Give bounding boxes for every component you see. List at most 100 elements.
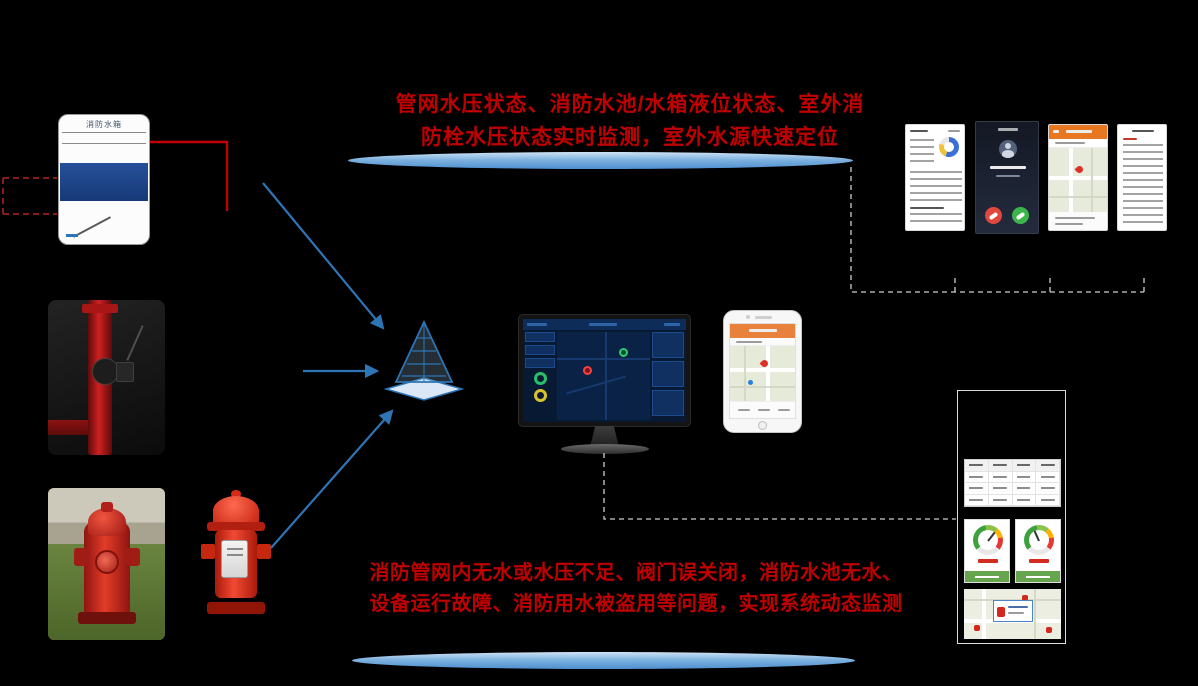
tank-water-band	[60, 163, 148, 201]
hydrant-collar	[207, 522, 265, 531]
map-road	[605, 332, 607, 420]
tab-item	[778, 409, 790, 411]
monitor-bezel	[518, 314, 691, 427]
monitor-stand-base	[561, 444, 649, 454]
dashboard-widget	[525, 345, 555, 355]
table-header-cell	[1012, 460, 1037, 472]
topbar-title	[589, 323, 617, 326]
hydrant-dome	[88, 508, 126, 536]
handset-glyph	[988, 211, 999, 221]
topbar-item	[664, 323, 680, 326]
sensor-detail-line	[227, 554, 243, 556]
table-header-cell	[988, 460, 1013, 472]
map-road	[1034, 589, 1036, 639]
map-road	[730, 368, 795, 372]
phone-camera-icon	[746, 315, 750, 319]
dashboard-widget	[525, 358, 555, 368]
table-cell	[1036, 483, 1060, 495]
map-info-popup	[993, 600, 1033, 622]
dashboard-widget	[652, 390, 684, 416]
status-ring-yellow	[533, 389, 547, 402]
phone-speaker	[755, 316, 772, 319]
tab-item	[738, 409, 750, 411]
bottom-highlight-ellipse	[352, 652, 855, 669]
topbar-item	[527, 323, 547, 326]
text-line	[1055, 223, 1083, 225]
app-subheader	[1049, 139, 1107, 148]
decline-call-icon	[985, 207, 1002, 224]
phone-map	[730, 346, 795, 401]
bottom-banner-line2: 设备运行故障、消防用水被盗用等问题，实现系统动态监测	[369, 593, 903, 615]
text-line	[948, 130, 960, 132]
text-line	[1055, 217, 1095, 219]
hydrant-nozzle	[257, 544, 271, 559]
incoming-call-screenshot	[975, 121, 1039, 234]
table-cell	[988, 494, 1013, 506]
gauge-value-line	[1029, 559, 1049, 563]
map-road	[1091, 148, 1093, 212]
alert-dot-red	[583, 366, 592, 375]
table-cell	[965, 471, 989, 483]
map-road	[1069, 148, 1073, 212]
tank-level-stick	[72, 216, 112, 238]
stat-label-lines	[910, 139, 934, 165]
donut-chart-icon	[939, 137, 959, 157]
tank-rule-line	[62, 132, 146, 133]
hydrant-side-cap	[126, 548, 140, 566]
sensor-transmitter-box	[116, 362, 134, 382]
app-subheader	[730, 338, 795, 346]
app-title-line	[1066, 130, 1092, 133]
hydrant-marker-icon	[997, 607, 1005, 617]
dashed-connector-stubs	[954, 278, 1145, 292]
map-road	[557, 358, 650, 360]
hydrant-sensor-box	[221, 540, 248, 578]
mini-map	[1049, 148, 1107, 212]
app-stats-screenshot	[905, 124, 965, 231]
map-road	[1049, 196, 1107, 198]
device-data-table	[964, 459, 1061, 507]
arrow-tank-to-platform	[262, 182, 385, 330]
pipe-flange	[82, 304, 118, 313]
table-cell	[1036, 494, 1060, 506]
hydrant-dome	[213, 496, 259, 526]
popup-text-line	[1008, 606, 1028, 608]
top-highlight-ellipse	[348, 152, 853, 169]
dashboard-map	[557, 332, 650, 420]
fire-water-tank-illustration: 消防水箱	[58, 114, 150, 245]
app-map-screenshot	[1048, 124, 1108, 231]
popup-text-line	[1008, 612, 1024, 614]
avatar-body	[1002, 150, 1014, 158]
app-title-line	[749, 329, 777, 332]
hydrant-front-cap	[95, 550, 119, 574]
pipe-horizontal	[48, 420, 94, 435]
pipe-pressure-sensor-photo	[48, 300, 165, 455]
outdoor-hydrant-photo	[48, 488, 165, 640]
map-road	[730, 386, 795, 388]
status-dot-green	[619, 348, 628, 357]
app-bottom-bar	[730, 401, 795, 418]
bottom-banner-line1: 消防管网内无水或水压不足、阀门误关闭，消防水池无水、	[369, 562, 903, 584]
hydrant-marker-icon	[974, 625, 980, 631]
text-line	[910, 207, 944, 209]
iot-platform-pyramid-icon	[383, 320, 465, 401]
phone-home-button	[758, 421, 767, 430]
dashboard-left-panel	[525, 332, 555, 420]
notice-title-line	[1132, 130, 1154, 132]
top-banner: 管网水压状态、消防水池/水箱液位状态、室外消 防栓水压状态实时监测，室外水源快速…	[300, 88, 960, 154]
app-bottom-bar	[1049, 212, 1107, 230]
map-road	[744, 346, 746, 401]
text-line	[1055, 142, 1085, 144]
hydrant-location-map	[964, 589, 1061, 639]
pressure-gauge-card	[964, 519, 1010, 583]
back-icon	[1053, 130, 1059, 133]
answer-call-icon	[1012, 207, 1029, 224]
dashboard-topbar	[523, 319, 686, 330]
table-cell	[988, 471, 1013, 483]
dashed-connector-bottom	[603, 453, 956, 520]
notice-body-lines	[1123, 144, 1163, 224]
map-road	[766, 346, 770, 401]
dashboard-screen	[523, 319, 686, 422]
gauge-status-strip	[965, 571, 1009, 582]
hydrant-sensor-illustration	[200, 490, 272, 616]
pressure-gauge-card	[1015, 519, 1061, 583]
